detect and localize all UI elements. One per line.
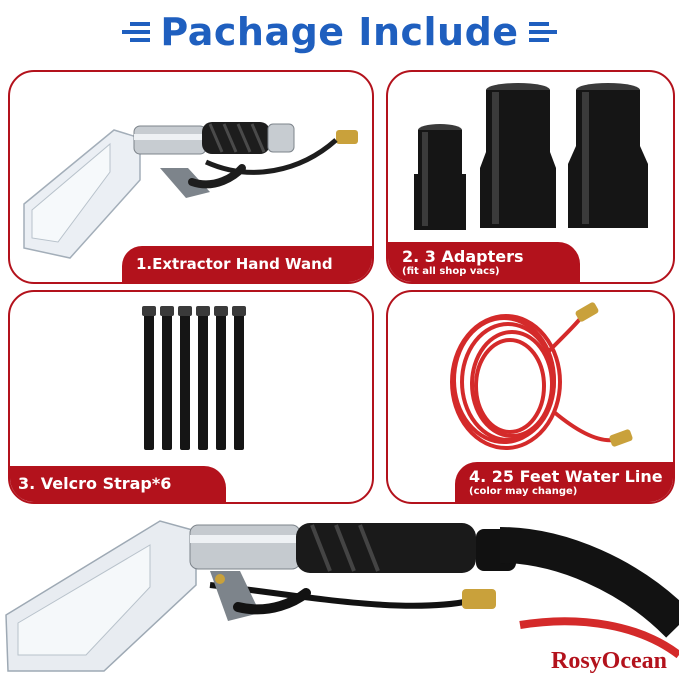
page-title: Pachage Include bbox=[160, 10, 519, 54]
item-title: 3. Velcro Strap*6 bbox=[18, 474, 172, 493]
header: Pachage Include bbox=[0, 6, 679, 58]
title-decoration-right bbox=[528, 22, 557, 42]
item-title: 2. 3 Adapters bbox=[402, 246, 524, 266]
item-card-wand: 1.Extractor Hand Wand bbox=[8, 70, 374, 284]
adapters-image bbox=[414, 83, 648, 230]
wand-image bbox=[23, 122, 358, 259]
wand-hero-image bbox=[5, 520, 679, 672]
item-subtitle: (color may change) bbox=[469, 485, 578, 497]
item-subtitle: (fit all shop vacs) bbox=[402, 265, 500, 277]
item-card-straps: 3. Velcro Strap*6 bbox=[8, 290, 374, 504]
item-title: 1.Extractor Hand Wand bbox=[136, 255, 333, 273]
waterline-image bbox=[450, 302, 633, 450]
item-label-waterline: 4. 25 Feet Water Line (color may change) bbox=[455, 462, 673, 502]
item-label-adapters: 2. 3 Adapters (fit all shop vacs) bbox=[388, 242, 580, 282]
brand-logo: RosyOcean bbox=[551, 648, 667, 674]
item-label-straps: 3. Velcro Strap*6 bbox=[10, 466, 226, 502]
straps-image bbox=[142, 306, 246, 450]
item-title: 4. 25 Feet Water Line bbox=[469, 466, 663, 486]
title-decoration-left bbox=[122, 22, 151, 42]
item-card-adapters: 2. 3 Adapters (fit all shop vacs) bbox=[386, 70, 675, 284]
item-label-wand: 1.Extractor Hand Wand bbox=[122, 246, 372, 282]
item-card-waterline: 4. 25 Feet Water Line (color may change) bbox=[386, 290, 675, 504]
